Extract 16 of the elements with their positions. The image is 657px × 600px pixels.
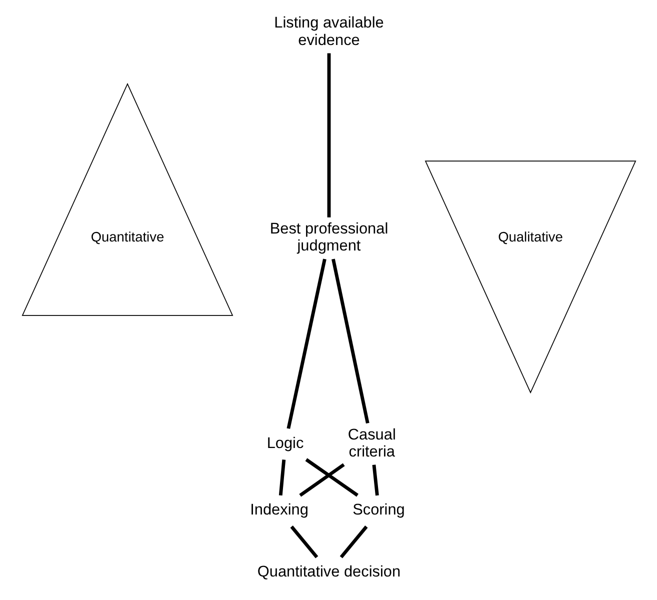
connector [290, 526, 318, 558]
connector [304, 458, 358, 497]
connector [278, 460, 286, 496]
node-text: Logic [266, 434, 304, 452]
connector [326, 53, 330, 218]
node-text: Listing available evidence [274, 14, 384, 49]
node-text: Best professional judgment [269, 220, 388, 255]
connector [339, 526, 368, 558]
node-text: Indexing [250, 502, 308, 519]
connector [286, 258, 326, 429]
connector [331, 258, 369, 424]
connector [372, 464, 378, 496]
node-text: Quantitative decision [256, 563, 400, 580]
node-text: Scoring [352, 502, 404, 519]
connector [298, 463, 344, 497]
node-text: Casual criteria [347, 426, 396, 460]
